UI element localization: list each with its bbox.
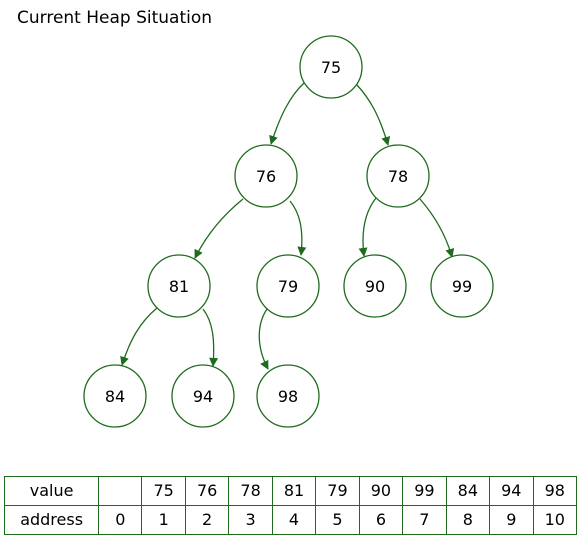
address-cell: 9 (489, 505, 534, 535)
value-row-label: value (3, 476, 100, 506)
heap-node-value: 76 (256, 167, 276, 186)
heap-node-value: 98 (278, 387, 298, 406)
heap-node-value: 78 (388, 167, 408, 186)
tree-edge-n4-n8 (120, 307, 158, 366)
heap-node-circle (83, 364, 147, 428)
heap-tree: 75 76 78 81 79 90 99 84 94 98 (83, 35, 494, 428)
heap-node-value: 81 (169, 277, 189, 296)
value-cell: 98 (532, 476, 577, 506)
heap-node: 75 (299, 35, 363, 99)
address-cell: 0 (98, 505, 143, 535)
tree-edge-n1-n3 (356, 84, 391, 146)
tree-edge-n2-n5 (289, 200, 307, 256)
heap-node: 84 (83, 364, 147, 428)
heap-node: 99 (430, 254, 494, 318)
value-cell (98, 476, 143, 506)
tree-edge-n4-n9 (202, 308, 219, 367)
heap-node-circle (430, 254, 494, 318)
heap-node: 81 (147, 254, 211, 318)
heap-node-circle (171, 364, 235, 428)
heap-node: 78 (366, 144, 430, 208)
address-cell: 2 (184, 505, 230, 535)
heap-node: 76 (234, 144, 298, 208)
tree-edge-n1-n2 (269, 82, 305, 145)
value-cell: 75 (141, 476, 186, 506)
tree-edge-n3-n7 (419, 198, 455, 258)
value-cell: 79 (315, 476, 360, 506)
heap-node: 90 (343, 254, 407, 318)
value-cell: 76 (184, 476, 230, 506)
heap-node-circle (234, 144, 298, 208)
heap-node-circle (366, 144, 430, 208)
value-cell: 94 (489, 476, 534, 506)
address-cell: 6 (358, 505, 404, 535)
address-cell: 7 (402, 505, 447, 535)
heap-node: 98 (256, 364, 320, 428)
value-cell: 84 (445, 476, 491, 506)
heap-node-value: 94 (193, 387, 213, 406)
heap-node-circle (299, 35, 363, 99)
address-cell: 10 (532, 505, 577, 535)
heap-node-circle (147, 254, 211, 318)
address-cell: 4 (271, 505, 317, 535)
tree-edge-n2-n4 (194, 198, 244, 259)
tree-edge-n5-n10 (258, 308, 269, 370)
value-cell: 78 (228, 476, 273, 506)
heap-node-value: 75 (321, 58, 341, 77)
heap-node-circle (256, 254, 320, 318)
tree-edge-n3-n6 (358, 197, 377, 257)
heap-node-circle (256, 364, 320, 428)
heap-node-value: 84 (105, 387, 125, 406)
address-cell: 3 (228, 505, 273, 535)
address-cell: 1 (141, 505, 186, 535)
heap-node: 79 (256, 254, 320, 318)
address-cell: 5 (315, 505, 360, 535)
heap-node-value: 79 (278, 277, 298, 296)
heap-node-value: 99 (452, 277, 472, 296)
address-cell: 8 (445, 505, 491, 535)
heap-node-circle (343, 254, 407, 318)
heap-node-value: 90 (365, 277, 385, 296)
diagram-title: Current Heap Situation (17, 8, 213, 28)
address-row-label: address (3, 505, 100, 535)
value-cell: 90 (358, 476, 404, 506)
heap-node: 94 (171, 364, 235, 428)
value-cell: 81 (271, 476, 317, 506)
value-cell: 99 (402, 476, 447, 506)
